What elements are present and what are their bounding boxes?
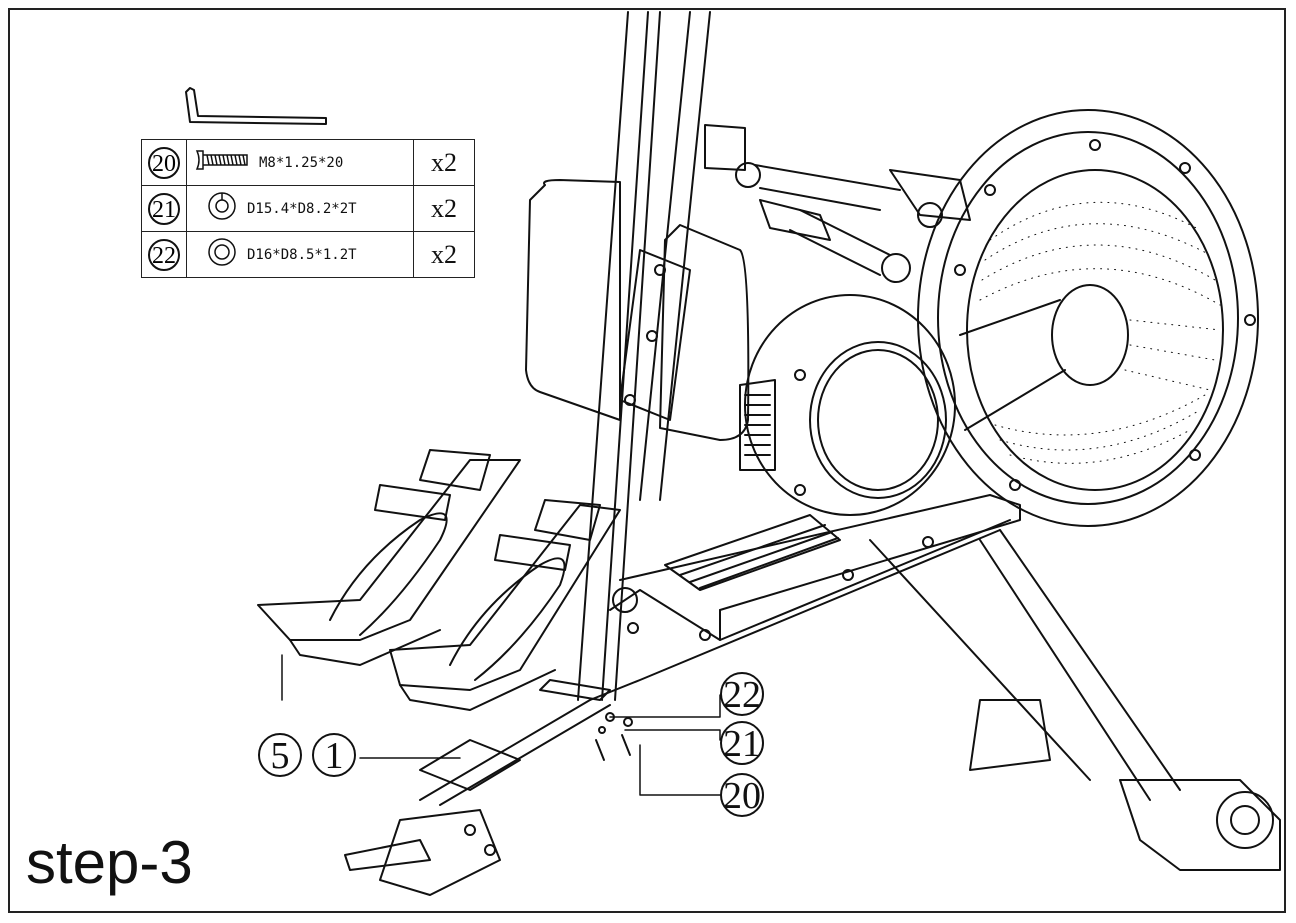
part-spec: D16*D8.5*1.2T	[247, 246, 357, 263]
callout-21: 21	[720, 721, 764, 765]
part-number: 20	[148, 146, 180, 179]
callout-5: 5	[258, 733, 302, 777]
rail-upright	[577, 11, 711, 701]
rear-leg	[869, 529, 1281, 871]
parts-row: 21 D15.4*D8.2*2T x2	[141, 185, 475, 232]
rail-bracket	[619, 249, 691, 421]
seat	[525, 179, 750, 441]
part-qty: x2	[413, 231, 475, 278]
callout-1: 1	[312, 733, 356, 777]
part-number: 22	[148, 238, 180, 271]
bolt-icon	[195, 149, 249, 176]
base-frame	[589, 494, 1021, 701]
flywheel-housing	[917, 109, 1259, 527]
callout-20: 20	[720, 773, 764, 817]
diagram-frame	[8, 8, 1286, 913]
spring-washer-icon	[207, 191, 237, 226]
hardware-install	[539, 679, 633, 761]
parts-row: 20 M8*1.25*20 x2	[141, 139, 475, 186]
allen-key-icon	[185, 87, 327, 125]
part-spec: M8*1.25*20	[259, 154, 344, 171]
part-number: 21	[148, 192, 180, 225]
parts-list-table: 20 M8*1.25*20 x2 21 D15.4*D8.2*2T x2 22 …	[141, 139, 475, 278]
flat-washer-icon	[207, 237, 237, 272]
part-qty: x2	[413, 185, 475, 232]
center-treads	[664, 514, 841, 591]
part-qty: x2	[413, 139, 475, 186]
fan-housing	[739, 294, 956, 516]
right-footrest	[389, 499, 621, 711]
front-linkage	[704, 124, 971, 283]
left-footrest	[257, 449, 521, 666]
leader-lines	[281, 654, 721, 796]
callout-22: 22	[720, 672, 764, 716]
flywheel-perforations	[979, 201, 1221, 464]
part-spec: D15.4*D8.2*2T	[247, 200, 357, 217]
parts-row: 22 D16*D8.5*1.2T x2	[141, 231, 475, 278]
step-label: step-3	[26, 829, 193, 896]
front-rail-foot	[344, 699, 611, 896]
